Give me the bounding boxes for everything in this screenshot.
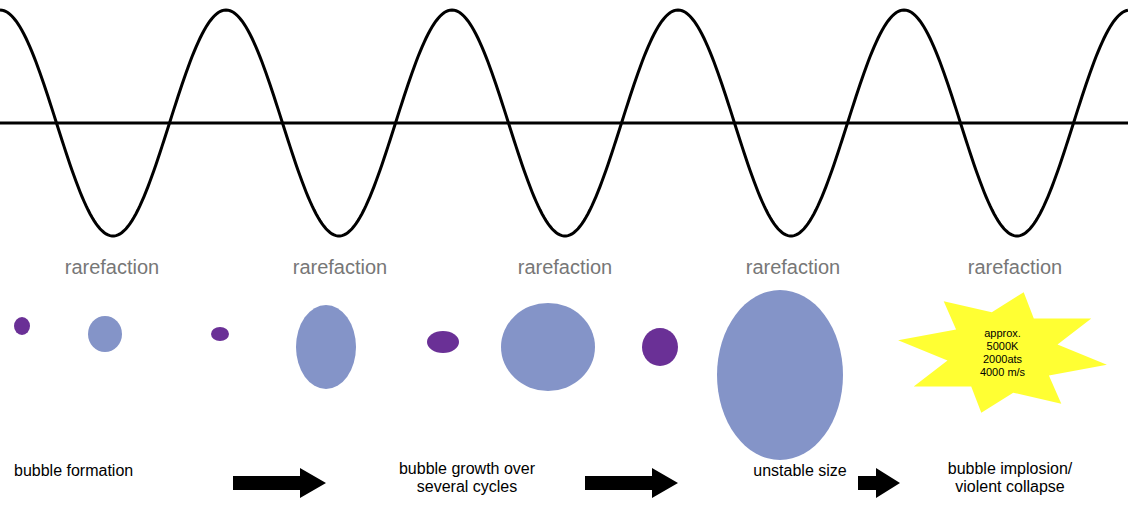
bubble-compressed <box>211 327 229 341</box>
stage-label: bubble formation <box>14 462 224 480</box>
phase-label: rarefaction <box>255 256 425 279</box>
explosion-star: approx. 5000K 2000ats 4000 m/s <box>895 290 1110 415</box>
sound-wave <box>0 10 1128 236</box>
block-arrow <box>585 468 678 498</box>
bubble-compressed <box>427 331 459 353</box>
phase-label: rarefaction <box>480 256 650 279</box>
stage-label: bubble growth over several cycles <box>391 460 543 497</box>
phase-label: rarefaction <box>930 256 1100 279</box>
stage-label: bubble implosion/ violent collapse <box>935 460 1085 497</box>
collapse-values: approx. 5000K 2000ats 4000 m/s <box>974 327 1032 379</box>
star-shape <box>898 292 1107 413</box>
bubble-expanded <box>501 303 595 391</box>
bubble-unstable <box>717 290 843 460</box>
phase-label: rarefaction <box>27 256 197 279</box>
phase-label: rarefaction <box>708 256 878 279</box>
bubble-compressed <box>642 328 678 366</box>
bubble-expanded <box>296 305 356 389</box>
bubble-expanded <box>88 316 122 352</box>
block-arrow <box>233 468 326 498</box>
block-arrow <box>858 468 900 498</box>
stage-label: unstable size <box>745 462 855 480</box>
bubble-compressed <box>14 317 30 335</box>
